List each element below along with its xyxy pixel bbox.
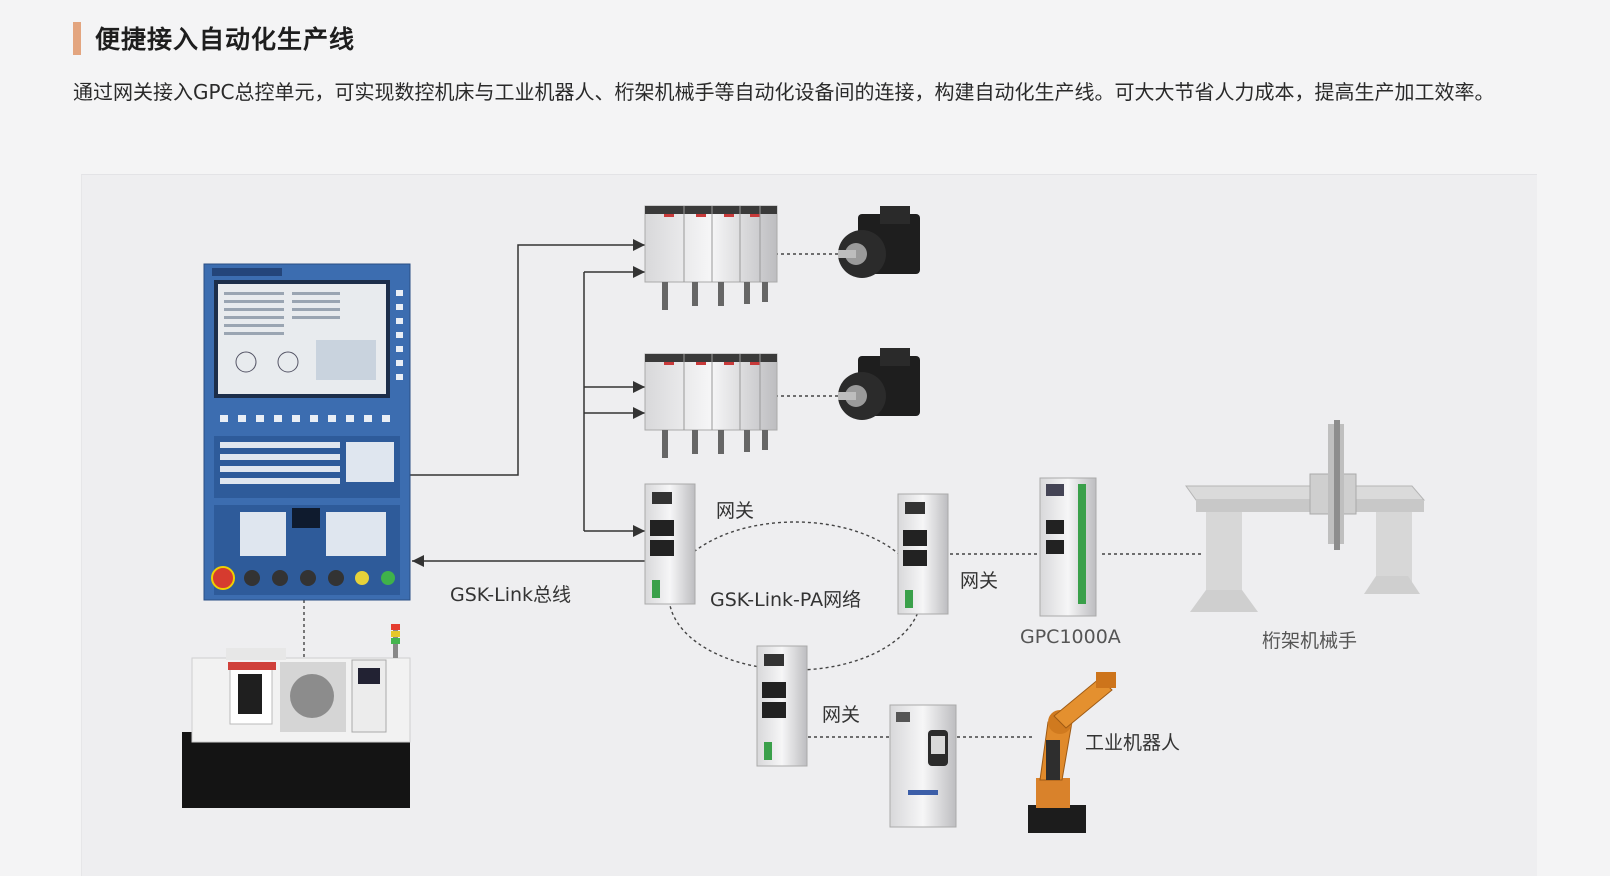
gateway-label-2: 网关 [960, 570, 999, 592]
servo-motor [838, 206, 920, 420]
gpc-controller [1039, 477, 1097, 617]
gantry-manipulator-label: 桁架机械手 [1262, 630, 1358, 652]
title-accent-bar [73, 21, 81, 55]
gateway-label-3: 网关 [822, 704, 861, 726]
gpc1000a-label: GPC1000A [1020, 626, 1121, 648]
cnc-lathe [182, 624, 411, 808]
industrial-robot-label: 工业机器人 [1085, 732, 1181, 754]
bus-line-top [410, 239, 645, 476]
section-description: 通过网关接入GPC总控单元，可实现数控机床与工业机器人、桁架机械手等自动化设备间… [73, 80, 1495, 104]
connection-lines [410, 239, 645, 567]
cnc-controller [203, 263, 411, 601]
gsk-link-bus-label: GSK-Link总线 [450, 584, 572, 606]
robot-control-cabinet [889, 704, 957, 828]
servo-drive-group [644, 205, 778, 458]
gateway-label-1: 网关 [716, 500, 755, 522]
gantry-manipulator [1185, 420, 1426, 612]
gateway [644, 483, 949, 767]
section-header: 便捷接入自动化生产线 [73, 20, 355, 56]
section-title: 便捷接入自动化生产线 [95, 25, 356, 54]
gsk-link-pa-network-label: GSK-Link-PA网络 [710, 589, 862, 611]
industrial-robot [1028, 672, 1116, 833]
